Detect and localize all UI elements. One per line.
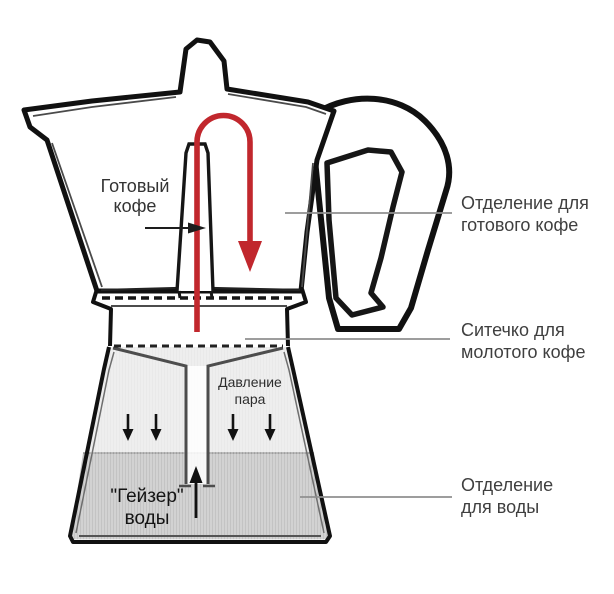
water-boiler: [68, 346, 332, 544]
funnel-left: [112, 346, 188, 484]
up-arrow-head: [189, 466, 203, 483]
leader-lines: [245, 212, 452, 498]
red-flow-arrow: [194, 112, 262, 332]
steam-pressure-label: Давление пара: [218, 374, 282, 407]
steam-down-arrows: [122, 414, 276, 441]
waist-left: [91, 288, 113, 347]
upper-body: [21, 37, 337, 294]
chimney-stubs: [177, 290, 214, 299]
boiler-inner-wall-lines: [75, 351, 325, 534]
water-geyser-label: "Гейзер" воды: [110, 486, 184, 529]
boiler-outline: [68, 346, 332, 544]
water-compartment-label: Отделение для воды: [461, 475, 554, 517]
steam-down-arrow: [227, 414, 239, 441]
rim-inner-line-right: [227, 93, 327, 115]
chamber-floor-lines: [100, 286, 301, 292]
strainer-label: Ситечко для молотого кофе: [461, 320, 586, 362]
ready-coffee-label: Готовый кофе: [100, 176, 170, 216]
pointer-head: [188, 222, 206, 234]
wall-inner-line-left: [51, 142, 103, 288]
flow-path: [194, 112, 253, 332]
water-up-arrow: [189, 466, 203, 518]
waist-right: [285, 288, 308, 347]
steam-down-arrow: [122, 414, 134, 441]
flow-arrowhead: [238, 241, 262, 272]
funnel-tube-interior: [187, 366, 207, 484]
rim-inner-line-left: [32, 96, 177, 117]
pointer-arrow: [145, 222, 206, 234]
funnel-right: [206, 346, 284, 484]
steam-down-arrow: [150, 414, 162, 441]
steam-down-arrow: [264, 414, 276, 441]
handle-hole: [324, 147, 405, 318]
upper-body-outline: [21, 37, 337, 294]
compartment-ready-coffee-label: Отделение для готового кофе: [461, 193, 589, 235]
wall-inner-line-right: [301, 162, 314, 288]
